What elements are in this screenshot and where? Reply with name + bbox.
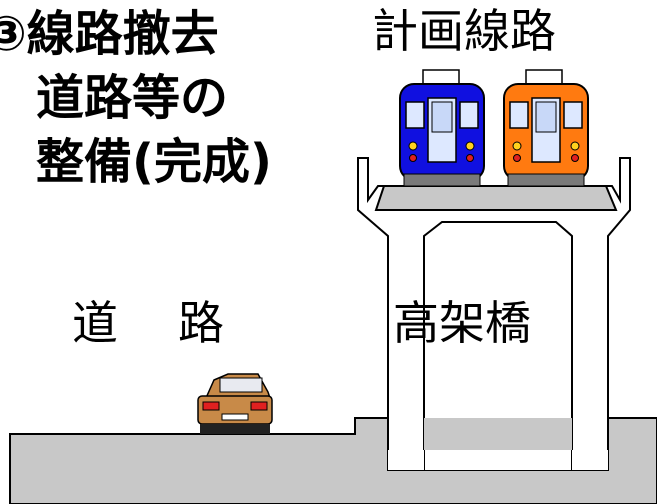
orange-train	[503, 69, 589, 187]
step-title-line-3: 整備(完成)	[36, 134, 272, 190]
ground-under-viaduct	[424, 418, 572, 450]
step-title-line-2: 道路等の	[36, 70, 229, 126]
planned-line-label: 計画線路	[372, 4, 556, 58]
road-label-char-1: 道	[72, 296, 118, 350]
step-title: ③線路撤去 道路等の 整備(完成)	[0, 2, 272, 194]
step-title-line-1: ③線路撤去	[0, 6, 219, 62]
pier-base-left	[388, 450, 424, 470]
pier-base-right	[572, 450, 608, 470]
blue-train	[399, 69, 485, 187]
viaduct-label: 高架橋	[393, 296, 531, 350]
car	[197, 373, 273, 434]
viaduct-deck	[374, 185, 618, 211]
road-label: 道路	[72, 300, 224, 346]
road-label-char-2: 路	[178, 296, 224, 350]
viaduct-opening	[423, 221, 573, 470]
